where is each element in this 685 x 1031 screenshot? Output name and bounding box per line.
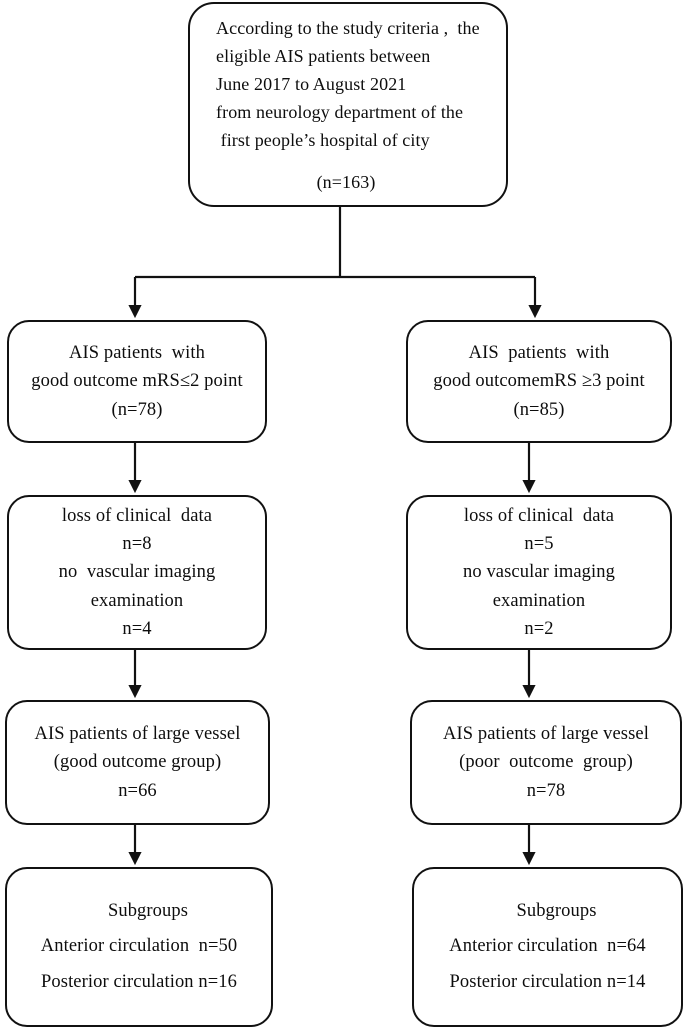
node-good-outcome-line-2: good outcome mRS≤2 point [31,371,243,392]
node-enrollment-line-3: June 2017 to August 2021 [216,74,407,95]
node-poor-vessel-line-1: AIS patients of large vessel [443,724,649,745]
node-enrollment-line-5: first people’s hospital of city [216,130,430,151]
node-poor-excluded-line-4: examination [492,590,586,611]
node-poor-subgroups-anterior: Anterior circulation n=64 [449,936,646,957]
node-poor-outcome-line-1: AIS patients with [468,343,610,364]
node-poor-excluded-line-5: n=2 [524,618,554,639]
node-poor-outcome-line-2: good outcomemRS ≥3 point [433,371,645,392]
node-good-subgroups-anterior: Anterior circulation n=50 [40,936,238,957]
node-poor-vessel-line-2: (poor outcome group) [459,752,633,773]
connector-enrollment-split [128,207,542,319]
node-poor-excluded-line-3: no vascular imaging [463,562,615,583]
node-good-outcome-count: (n=78) [111,399,163,420]
node-enrollment-line-2: eligible AIS patients between [216,46,431,67]
node-poor-subgroups-title: Subgroups [516,900,597,921]
node-good-vessel-line-1: AIS patients of large vessel [34,724,241,745]
node-poor-subgroups-posterior: Posterior circulation n=14 [449,971,646,992]
node-good-excluded-line-4: examination [90,590,184,611]
node-enrollment-line-4: from neurology department of the [216,102,464,123]
node-poor-outcome-count: (n=85) [513,399,565,420]
node-poor-outcome: AIS patients with good outcomemRS ≥3 poi… [406,320,672,443]
node-poor-excluded-line-1: loss of clinical data [463,506,615,527]
node-good-outcome: AIS patients with good outcome mRS≤2 poi… [7,320,267,443]
node-good-subgroups: Subgroups Anterior circulation n=50 Post… [5,867,273,1027]
node-good-vessel-line-2: (good outcome group) [53,752,222,773]
node-enrollment-count: (n=163) [316,172,376,193]
node-good-subgroups-title: Subgroups [107,900,189,921]
node-good-excluded-line-1: loss of clinical data [61,506,213,527]
node-poor-vessel-count: n=78 [526,780,566,801]
node-good-excluded-line-5: n=4 [122,618,152,639]
node-poor-vessel: AIS patients of large vessel (poor outco… [410,700,682,825]
node-poor-excluded-line-2: n=5 [524,534,554,555]
node-enrollment: According to the study criteria , the el… [188,2,508,207]
node-good-excluded: loss of clinical data n=8 no vascular im… [7,495,267,650]
node-good-subgroups-posterior: Posterior circulation n=16 [41,971,237,992]
node-good-excluded-line-2: n=8 [122,534,152,555]
node-enrollment-line-1: According to the study criteria , the [216,18,480,38]
node-good-vessel-count: n=66 [118,780,157,801]
node-good-vessel: AIS patients of large vessel (good outco… [5,700,270,825]
node-poor-excluded: loss of clinical data n=5 no vascular im… [406,495,672,650]
node-poor-subgroups: Subgroups Anterior circulation n=64 Post… [412,867,683,1027]
node-good-excluded-line-3: no vascular imaging [58,562,216,583]
node-good-outcome-line-1: AIS patients with [69,343,205,364]
